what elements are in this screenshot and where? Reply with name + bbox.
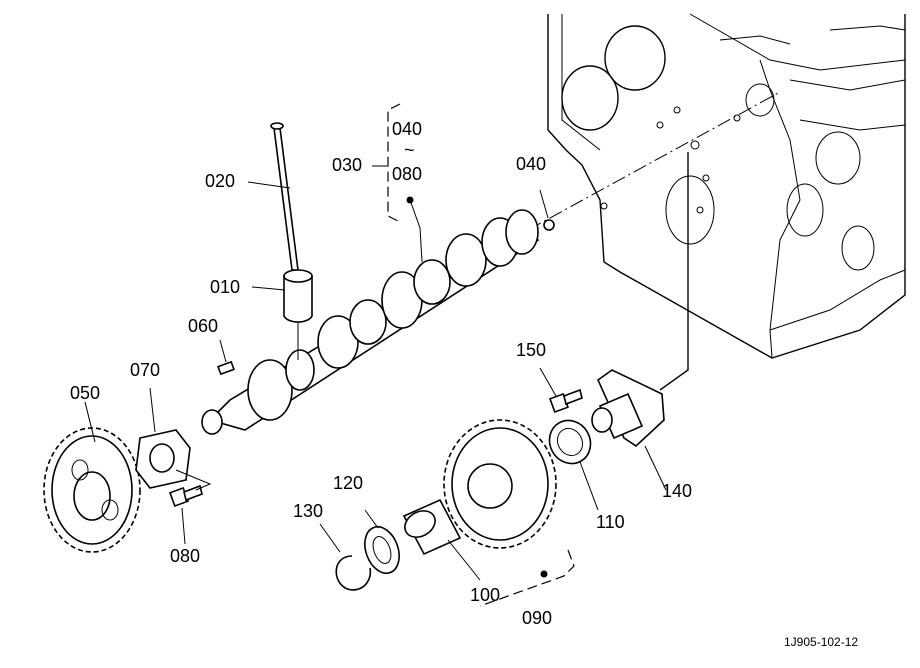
- camshaft: [201, 209, 540, 435]
- callout-100: 100: [470, 585, 500, 605]
- tappet: [283, 269, 313, 323]
- callout-120: 120: [333, 473, 363, 493]
- callout-050: 050: [70, 383, 100, 403]
- leader-block-to-140: [659, 152, 689, 391]
- thrust-washer-120: [364, 525, 400, 575]
- bracket-090-group: [479, 549, 575, 607]
- callout-range-tilde: ~: [404, 140, 415, 160]
- leader-lines: [84, 165, 667, 581]
- idle-gear-090: [443, 419, 557, 549]
- callout-010: 010: [210, 277, 240, 297]
- collar-110: [548, 419, 592, 465]
- bolt-150: [549, 388, 583, 413]
- callout-040-range-start: 040: [392, 119, 422, 139]
- callout-030: 030: [332, 155, 362, 175]
- callout-080: 080: [170, 546, 200, 566]
- push-rod: [270, 122, 299, 271]
- callout-090: 090: [522, 608, 552, 628]
- circlip-130: [335, 555, 372, 591]
- engine-block: [547, 13, 906, 359]
- callout-040: 040: [516, 154, 546, 174]
- callout-060: 060: [188, 316, 218, 336]
- callout-150: 150: [516, 340, 546, 360]
- cam-gear-050: [43, 427, 141, 553]
- callout-140: 140: [662, 481, 692, 501]
- bushing-100: [402, 498, 462, 556]
- idle-gear-shaft-140: [591, 369, 665, 448]
- callout-070: 070: [130, 360, 160, 380]
- callout-080-range-end: 080: [392, 164, 422, 184]
- drawing-code: 1J905-102-12: [784, 635, 858, 649]
- part-ball-040: [543, 219, 555, 231]
- thrust-plate-070: [135, 429, 191, 489]
- part-key-060: [217, 360, 235, 376]
- callout-020: 020: [205, 171, 235, 191]
- callout-130: 130: [293, 501, 323, 521]
- dot-090: [540, 570, 548, 578]
- bracket-030-group: [387, 103, 401, 223]
- leader-070-to-080: [175, 469, 212, 491]
- callout-110: 110: [596, 512, 625, 532]
